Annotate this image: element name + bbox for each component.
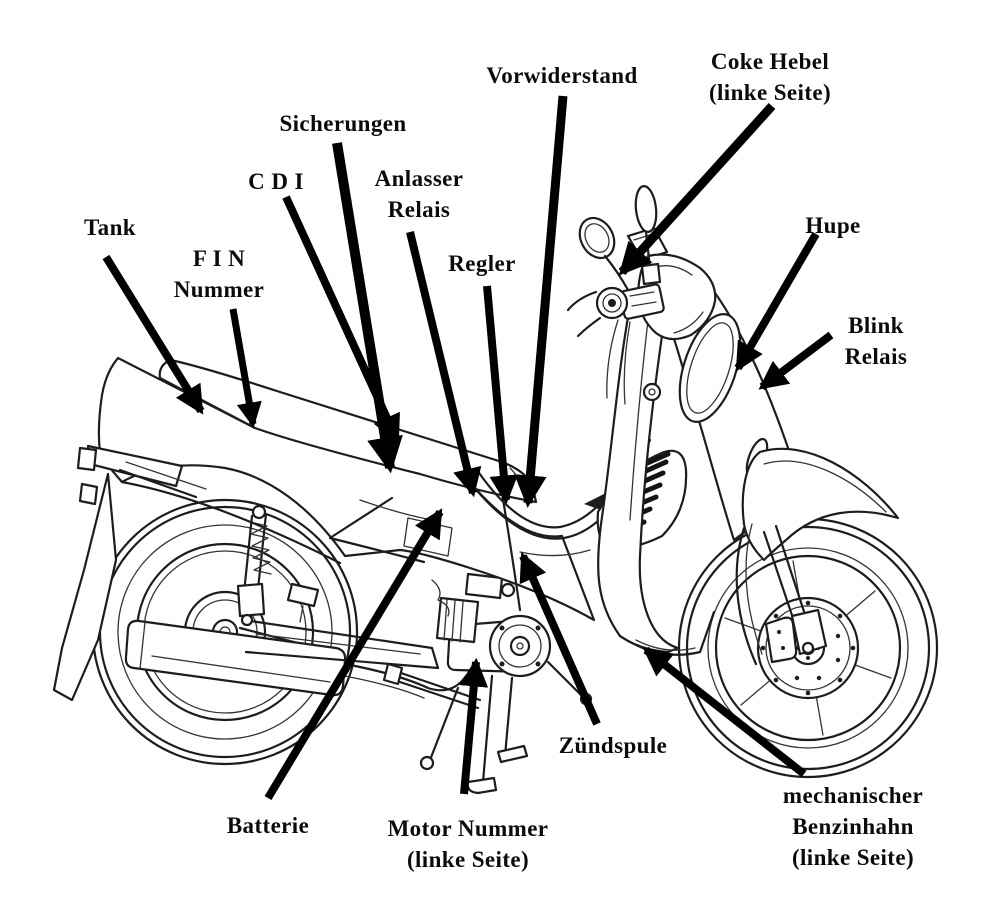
label-regler: Regler [448, 248, 516, 279]
arrow-blink-relais [758, 331, 834, 391]
label-line: Motor Nummer [387, 816, 549, 841]
label-line: Benzinhahn [792, 814, 914, 839]
rear-bodywork [52, 356, 596, 702]
label-tank: Tank [84, 212, 136, 243]
arrow-vorwiderstand [514, 95, 568, 508]
label-batterie: Batterie [227, 810, 309, 841]
label-motor-nummer: Motor Nummer (linke Seite) [388, 813, 549, 875]
brake-caliper [764, 616, 798, 664]
swingarm [242, 618, 440, 670]
label-line: Batterie [226, 813, 310, 838]
mirrors [578, 185, 662, 292]
label-sicherungen: Sicherungen [279, 108, 406, 139]
callout-arrows [102, 95, 834, 801]
label-fin-nummer: F I N Nummer [174, 243, 265, 305]
label-line: (linke Seite) [406, 847, 530, 872]
grab-rail [76, 444, 207, 506]
rear-shock [236, 504, 272, 627]
label-benzinhahn: mechanischer Benzinhahn (linke Seite) [783, 780, 923, 873]
arrow-coke-hebel [618, 102, 776, 276]
label-blink-relais: Blink Relais [845, 310, 907, 372]
muffler [124, 619, 468, 699]
front-fender [735, 447, 900, 666]
label-anlasser-relais: Anlasser Relais [375, 163, 464, 225]
label-line: Blink [848, 313, 904, 338]
label-line: (linke Seite) [708, 80, 832, 105]
label-line: mechanischer [782, 783, 924, 808]
label-hupe: Hupe [805, 210, 860, 241]
arrow-benzinhahn [642, 646, 807, 778]
handlebar [566, 283, 665, 405]
label-line: Tank [84, 215, 136, 240]
rear-mudflap [52, 472, 118, 702]
left-mirror [578, 216, 616, 260]
label-vorwiderstand: Vorwiderstand [486, 60, 637, 91]
label-line: Anlasser [374, 166, 464, 191]
engine [431, 572, 552, 678]
label-line: F I N [192, 246, 246, 271]
label-line: Relais [844, 344, 908, 369]
arrow-sicherungen [332, 142, 403, 474]
arrow-tank [102, 254, 205, 415]
label-cdi: C D I [248, 166, 304, 197]
label-line: Nummer [173, 277, 265, 302]
arrow-regler [483, 285, 519, 505]
label-line: Regler [448, 251, 516, 276]
right-mirror [634, 185, 658, 233]
label-line: Zündspule [558, 733, 668, 758]
label-zuendspule: Zündspule [559, 730, 667, 761]
arrow-batterie [264, 508, 444, 801]
label-line: (linke Seite) [791, 845, 915, 870]
label-line: Relais [387, 197, 451, 222]
label-line: Coke Hebel [710, 49, 830, 74]
label-line: C D I [248, 169, 304, 194]
label-line: Sicherungen [279, 111, 407, 136]
arrow-zuendspule [519, 552, 601, 726]
label-line: Vorwiderstand [486, 63, 638, 88]
center-stand [466, 674, 529, 795]
front-fork [762, 524, 828, 664]
arrow-anlasser [406, 231, 482, 498]
label-coke-hebel: Coke Hebel (linke Seite) [709, 46, 831, 108]
arrow-fin [229, 308, 262, 428]
arrow-hupe [734, 231, 820, 372]
label-line: Hupe [805, 213, 861, 238]
footpeg-bar [382, 660, 593, 710]
arrow-motor-nummer [459, 657, 489, 795]
